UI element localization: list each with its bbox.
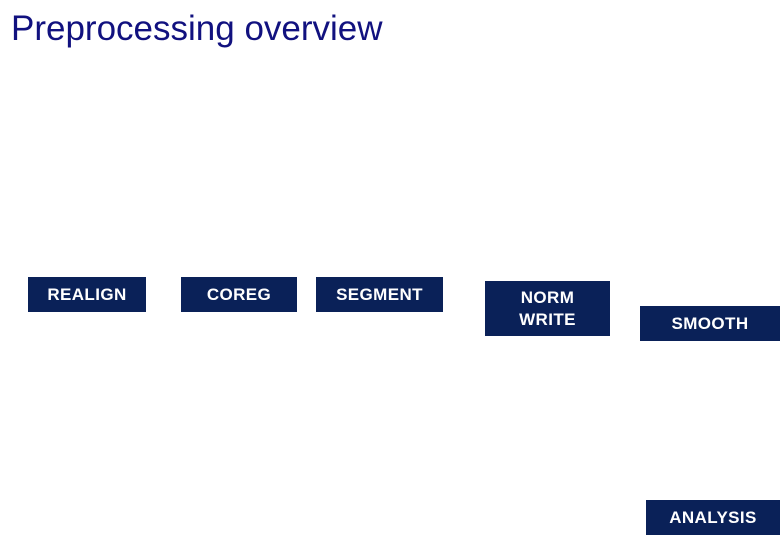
page-title: Preprocessing overview: [11, 9, 383, 48]
pipeline-stage-norm-write-label-line1: NORM: [520, 287, 575, 307]
pipeline-stage-segment-label: SEGMENT: [336, 284, 423, 304]
pipeline-stage-norm-write-label-line2: WRITE: [519, 309, 576, 329]
pipeline-stage-coreg-label: COREG: [206, 284, 272, 304]
pipeline-stage-smooth-label: SMOOTH: [671, 313, 749, 333]
pipeline-stage-segment[interactable]: SEGMENT: [316, 277, 443, 312]
pipeline-stage-analysis[interactable]: ANALYSIS: [646, 500, 780, 535]
pipeline-stage-realign-label: REALIGN: [47, 284, 127, 304]
pipeline-stage-realign[interactable]: REALIGN: [28, 277, 146, 312]
pipeline-stage-norm-write[interactable]: NORM WRITE: [485, 281, 610, 336]
pipeline-stage-coreg[interactable]: COREG: [181, 277, 297, 312]
pipeline-stage-smooth[interactable]: SMOOTH: [640, 306, 780, 341]
pipeline-stage-analysis-label: ANALYSIS: [669, 507, 757, 527]
